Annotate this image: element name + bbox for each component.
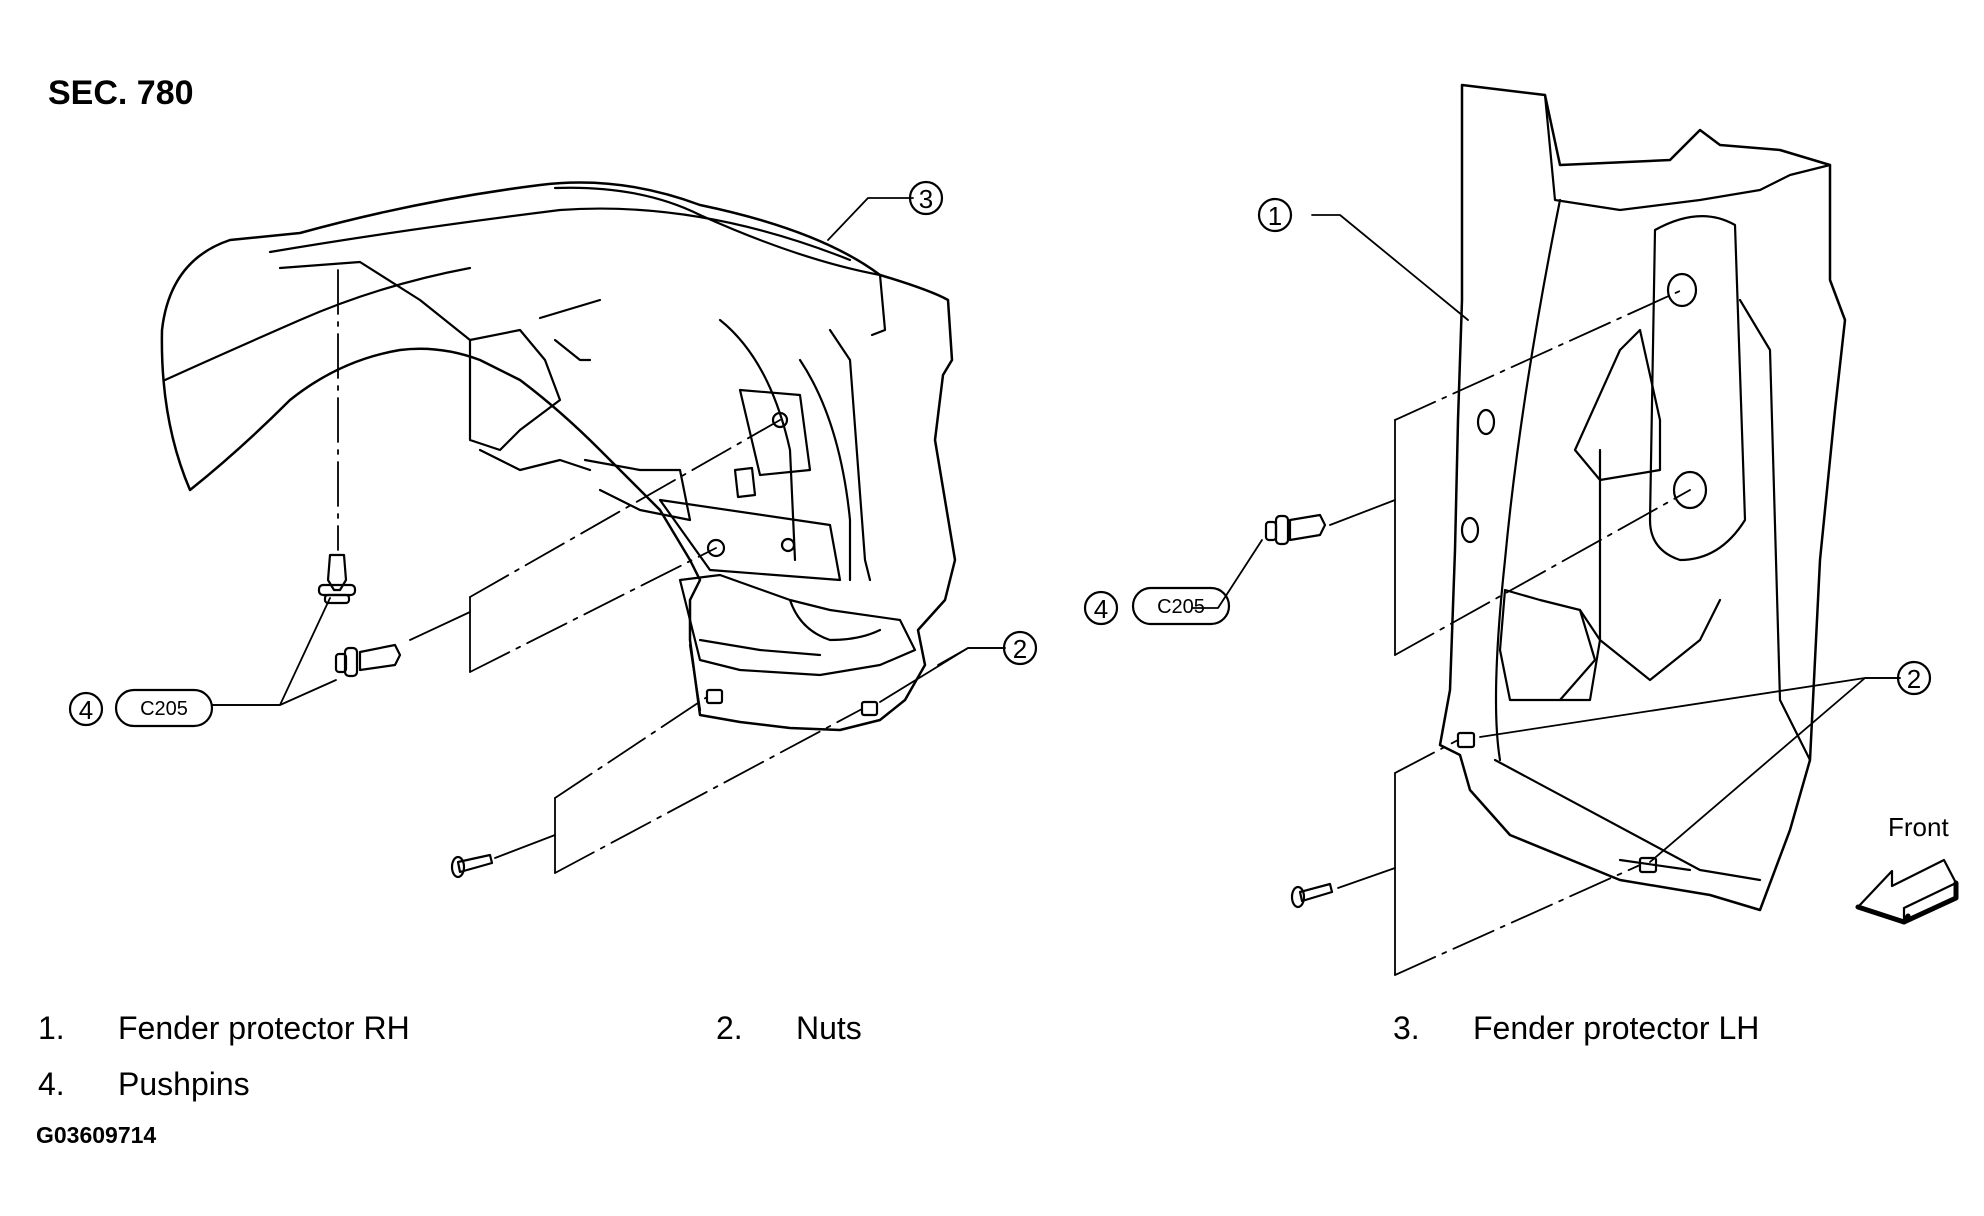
legend-text: Fender protector RH bbox=[118, 1010, 410, 1046]
c205-left-oval bbox=[114, 688, 214, 728]
front-label: Front bbox=[1888, 812, 1949, 842]
c205-right: C205 bbox=[1157, 596, 1205, 618]
legend-text: Nuts bbox=[796, 1010, 862, 1046]
legend-number: 2. bbox=[716, 1010, 743, 1046]
callout-3-circle bbox=[908, 180, 944, 216]
callout-leaders bbox=[211, 197, 1901, 863]
callout-2-left: 2 bbox=[1013, 634, 1027, 664]
legend-number: 3. bbox=[1393, 1010, 1420, 1046]
left-fender-protector bbox=[160, 181, 957, 732]
c205-left: C205 bbox=[140, 698, 188, 720]
pushpin-left-side bbox=[334, 643, 402, 678]
legend-text: Pushpins bbox=[118, 1066, 250, 1102]
callout-4-left-circle bbox=[68, 691, 104, 727]
leader-lines bbox=[337, 269, 1691, 976]
pushpin-left-top bbox=[317, 553, 357, 605]
callout-4-left: 4 bbox=[79, 695, 93, 725]
legend-text: Fender protector LH bbox=[1473, 1010, 1760, 1046]
right-fender-protector bbox=[1438, 83, 1847, 912]
figure-id: G03609714 bbox=[36, 1122, 157, 1148]
c205-right-oval bbox=[1131, 586, 1231, 626]
callout-2-right: 2 bbox=[1907, 664, 1921, 694]
callout-4-right: 4 bbox=[1094, 594, 1108, 624]
front-arrow-icon bbox=[1855, 858, 1959, 925]
section-label: SEC. 780 bbox=[48, 74, 194, 112]
legend-number: 4. bbox=[38, 1066, 65, 1102]
pushpin-right bbox=[1264, 513, 1327, 546]
callout-1: 1 bbox=[1268, 201, 1282, 231]
callout-2-left-circle bbox=[1002, 630, 1038, 666]
screw-left bbox=[450, 853, 494, 879]
legend-number: 1. bbox=[38, 1010, 65, 1046]
callout-4-right-circle bbox=[1083, 590, 1119, 626]
bracket-lines bbox=[409, 419, 1396, 976]
callout-2-right-circle bbox=[1896, 660, 1932, 696]
screw-right bbox=[1290, 882, 1334, 909]
callout-1-circle bbox=[1257, 197, 1293, 233]
callout-3: 3 bbox=[919, 184, 933, 214]
